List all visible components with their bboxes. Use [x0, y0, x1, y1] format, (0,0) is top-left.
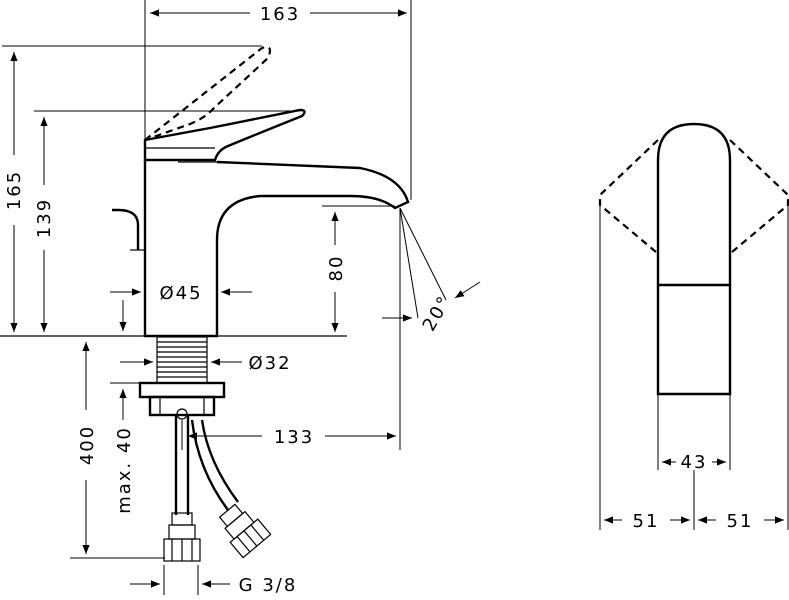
side-dimensions: 163 165 139 80 Ø45 Ø32 20° [2, 0, 481, 596]
hose-straight [174, 415, 190, 515]
side-view [0, 46, 410, 562]
dim-overall-length: 163 [260, 4, 300, 25]
hose-bent [190, 419, 239, 511]
dim-body-diameter: Ø45 [159, 283, 202, 304]
fixing-nut [148, 395, 216, 417]
dim-lever-width: 43 [681, 452, 708, 473]
dim-spout-reach: 133 [274, 427, 314, 448]
lever-swing-left [598, 139, 659, 253]
dim-angle: 20° [419, 292, 456, 335]
dim-max-thickness: max. 40 [114, 426, 135, 514]
dim-overall-height: 165 [4, 170, 25, 210]
lever-swing-right [729, 139, 789, 253]
threaded-shank [156, 336, 208, 384]
front-dimensions: 43 51 51 [599, 205, 789, 532]
front-view [598, 122, 789, 396]
body-outline [143, 160, 410, 338]
dim-hose-length: 400 [77, 425, 98, 465]
hose-connector-straight [163, 512, 201, 562]
dim-right-swing: 51 [727, 511, 754, 532]
dim-left-swing: 51 [633, 511, 660, 532]
lever-outline [143, 108, 306, 162]
fixing-plate [138, 381, 226, 399]
dim-spout-height: 139 [34, 198, 55, 238]
hose-connector-bent [218, 503, 272, 559]
dim-outlet-height: 80 [326, 255, 347, 282]
dim-thread: G 3/8 [239, 575, 298, 596]
raised-lever-outline [144, 46, 272, 142]
popup-rod [112, 208, 140, 250]
front-body-outline [656, 285, 732, 396]
dim-shank-diameter: Ø32 [248, 353, 291, 374]
front-lever-outline [656, 122, 732, 287]
